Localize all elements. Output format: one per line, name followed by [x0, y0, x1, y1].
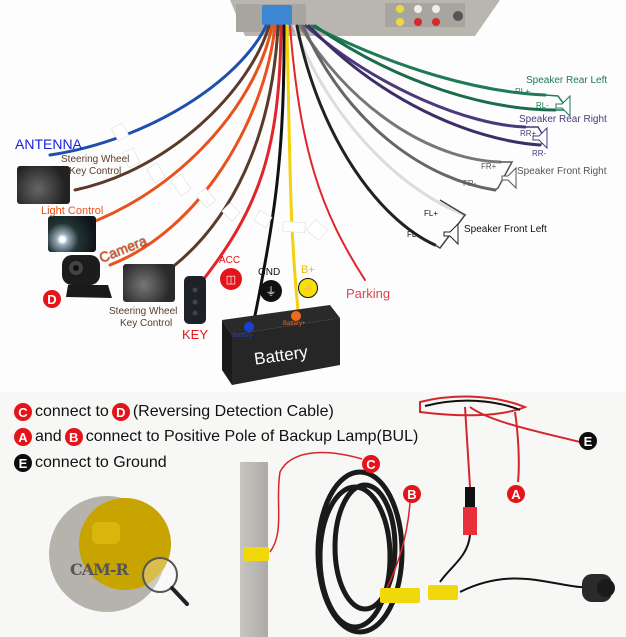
- rl-plus-label: RL+: [515, 87, 530, 96]
- speaker-front-left-label: Speaker Front Left: [464, 224, 547, 235]
- badge-d: D: [111, 403, 130, 421]
- cam-r-label: CAM-R: [70, 560, 129, 579]
- battery-plus-label: Battery+: [283, 321, 306, 327]
- callout-b: B: [403, 485, 421, 503]
- antenna-label: ANTENNA: [15, 136, 82, 152]
- wire-tag: [146, 162, 166, 184]
- battery-negative-terminal: [244, 322, 254, 332]
- steering-wheel-label-2-line1: Steering Wheel: [109, 306, 178, 317]
- callout-e: E: [579, 432, 597, 450]
- wire-tag: [253, 209, 273, 229]
- b-plus-label: B+: [301, 264, 315, 276]
- cam-r-port-closeup: [49, 496, 189, 612]
- light-control-label: Light Control: [41, 205, 104, 217]
- instruction-row-2: A and B connect to Positive Pole of Back…: [14, 428, 418, 446]
- speaker-icon: [443, 222, 459, 246]
- badge-b: B: [64, 428, 83, 446]
- wire-acc: [193, 24, 283, 292]
- wire-tag: [282, 220, 306, 234]
- badge-a: A: [14, 428, 32, 446]
- rl-minus-label: RL-: [536, 101, 549, 110]
- battery-positive-terminal: [291, 311, 301, 321]
- fr-plus-label: FR+: [481, 162, 497, 171]
- headlight-photo: [48, 216, 96, 252]
- instruction-text: connect to Positive Pole of Backup Lamp(…: [85, 428, 419, 445]
- wire-rr-minus: [307, 24, 542, 147]
- callout-a: A: [507, 485, 525, 503]
- b-plus-icon: ⚡: [298, 278, 318, 298]
- parking-label: Parking: [346, 286, 391, 301]
- wire-harness-graphic: [48, 0, 571, 385]
- battery-minus-label: Battery-: [233, 333, 255, 339]
- wire-fl-plus: [292, 24, 467, 217]
- speaker-icon: [555, 94, 571, 118]
- wire-illumination: [68, 24, 274, 232]
- ground-icon: ⏚: [260, 280, 282, 302]
- harness-connector: [262, 5, 292, 25]
- magnifier-icon: [142, 557, 189, 606]
- callout-c: C: [362, 455, 380, 473]
- wire-antenna: [48, 24, 268, 157]
- badge-e: E: [14, 454, 32, 472]
- wire-reverse: [108, 24, 277, 267]
- wire-fl-minus: [295, 24, 437, 247]
- acc-label: ACC: [219, 255, 241, 266]
- wire-tag: [221, 202, 241, 222]
- camera-cable-photo: [243, 395, 615, 635]
- gnd-label: GND: [258, 267, 281, 278]
- wire-parking: [289, 25, 366, 281]
- speaker-front-right-label: Speaker Front Right: [517, 166, 607, 177]
- wire-steering-2: [173, 24, 280, 267]
- wire-tag: [110, 122, 130, 142]
- wire-steering-1: [73, 24, 271, 192]
- battery-graphic: [222, 305, 340, 385]
- rr-minus-label: RR-: [532, 149, 547, 158]
- wire-rl-minus: [313, 24, 557, 112]
- wire-rl-plus: [310, 24, 547, 97]
- speaker-rear-left-label: Speaker Rear Left: [526, 75, 608, 86]
- steering-wheel-label-1-line1: Steering Wheel: [61, 154, 130, 165]
- wire-tag: [121, 147, 141, 169]
- instruction-text: connect to Ground: [35, 454, 167, 471]
- badge-c: C: [14, 403, 32, 421]
- wiring-diagram-panel: ANTENNA Steering Wheel Key Control Light…: [15, 0, 608, 385]
- key-label: KEY: [182, 327, 209, 342]
- badge-d: D: [43, 290, 61, 308]
- steering-wheel-photo-2: [123, 264, 175, 302]
- speaker-rear-right-label: Speaker Rear Right: [519, 114, 607, 125]
- steering-wheel-label-1-line2: Key Control: [69, 166, 122, 177]
- rear-camera-graphic: [62, 255, 112, 298]
- wire-tag: [170, 173, 192, 197]
- instruction-text: connect to: [35, 403, 109, 420]
- wire-tag: [195, 187, 217, 209]
- speaker-icon: [501, 166, 517, 190]
- wire-tag: [305, 219, 329, 241]
- instruction-row-1: C connect to D (Reversing Detection Cabl…: [14, 403, 334, 421]
- fl-minus-label: FL-: [407, 230, 419, 239]
- instruction-text: (Reversing Detection Cable): [132, 403, 334, 420]
- speaker-icon: [532, 126, 548, 150]
- steering-wheel-label-2-line2: Key Control: [120, 318, 173, 329]
- fr-minus-label: FR-: [463, 179, 477, 188]
- steering-wheel-photo-1: [17, 166, 70, 204]
- rr-plus-label: RR+: [520, 129, 537, 138]
- camera-installation-panel: C connect to D (Reversing Detection Cabl…: [0, 392, 626, 637]
- instruction-row-3: E connect to Ground: [14, 454, 167, 472]
- wire-fr-minus: [301, 24, 497, 192]
- wire-fr-plus: [298, 24, 502, 164]
- wire-b-plus: [285, 24, 302, 332]
- instruction-text: and: [35, 428, 62, 445]
- acc-icon: ◫: [220, 268, 242, 290]
- key-fob-graphic: [184, 276, 206, 324]
- fl-plus-label: FL+: [424, 209, 439, 218]
